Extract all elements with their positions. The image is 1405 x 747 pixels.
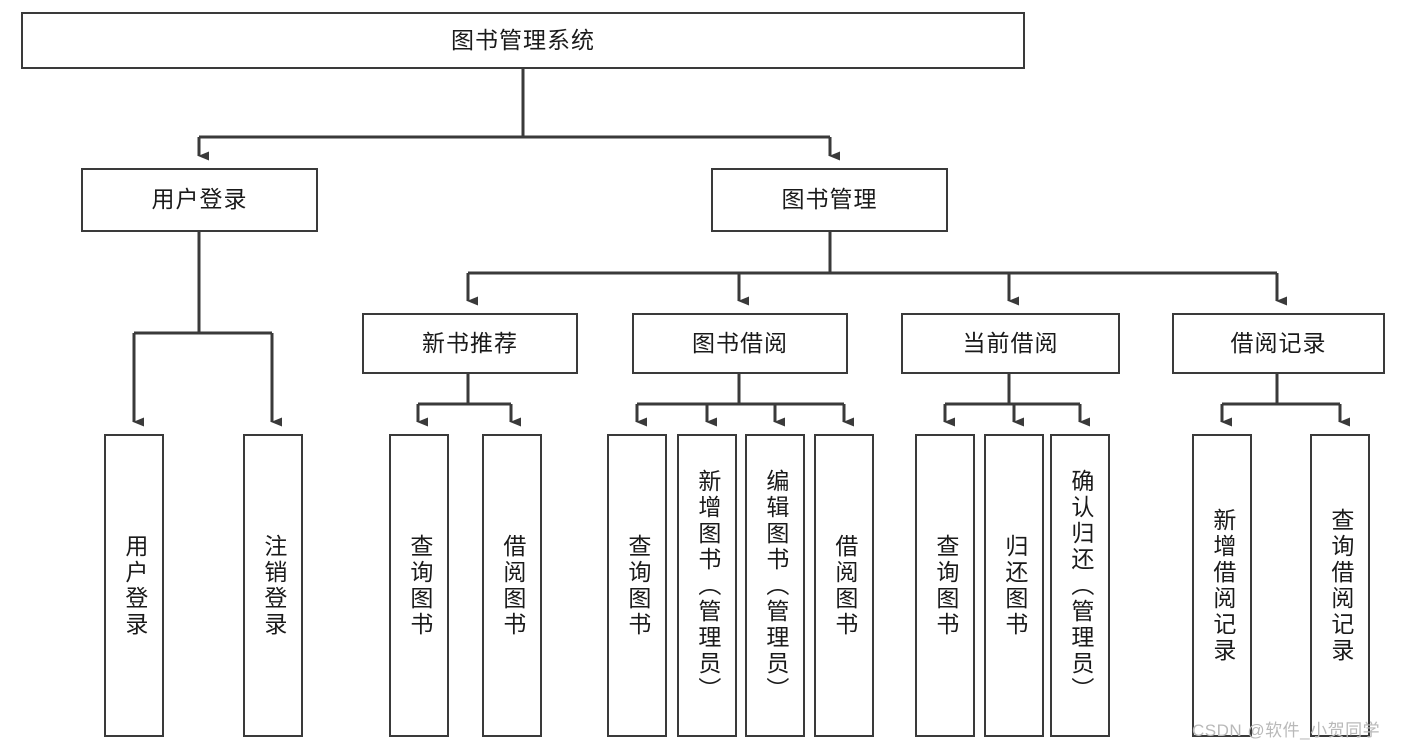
- leaf-borrow-book-2[interactable]: 借阅图书: [814, 434, 874, 737]
- node-label: 确认归还（管理员）: [1067, 468, 1094, 703]
- node-label: 新增借阅记录: [1209, 507, 1236, 664]
- leaf-query-book-1[interactable]: 查询图书: [389, 434, 449, 737]
- leaf-return-book[interactable]: 归还图书: [984, 434, 1044, 737]
- node-label: 图书管理系统: [451, 26, 595, 53]
- leaf-logout-login[interactable]: 注销登录: [243, 434, 303, 737]
- node-label: 新书推荐: [422, 329, 518, 356]
- node-label: 查询图书: [624, 533, 651, 638]
- node-label: 新增图书（管理员）: [694, 468, 721, 703]
- node-label: 注销登录: [260, 533, 287, 638]
- node-label: 用户登录: [121, 533, 148, 638]
- node-root-system[interactable]: 图书管理系统: [21, 12, 1025, 69]
- leaf-confirm-return-admin[interactable]: 确认归还（管理员）: [1050, 434, 1110, 737]
- node-user-login[interactable]: 用户登录: [81, 168, 318, 232]
- leaf-edit-book-admin[interactable]: 编辑图书（管理员）: [745, 434, 805, 737]
- leaf-user-login[interactable]: 用户登录: [104, 434, 164, 737]
- node-label: 查询借阅记录: [1327, 507, 1354, 664]
- csdn-watermark: CSDN @软件_小贺同学: [1192, 721, 1381, 740]
- node-current-borrow[interactable]: 当前借阅: [901, 313, 1120, 374]
- leaf-borrow-book-1[interactable]: 借阅图书: [482, 434, 542, 737]
- node-book-manage[interactable]: 图书管理: [711, 168, 948, 232]
- node-label: 查询图书: [932, 533, 959, 638]
- leaf-query-book-3[interactable]: 查询图书: [915, 434, 975, 737]
- node-label: 借阅图书: [831, 533, 858, 638]
- node-new-book-recommend[interactable]: 新书推荐: [362, 313, 578, 374]
- node-label: 查询图书: [406, 533, 433, 638]
- node-borrow-record[interactable]: 借阅记录: [1172, 313, 1385, 374]
- leaf-add-borrow-record[interactable]: 新增借阅记录: [1192, 434, 1252, 737]
- node-label: 归还图书: [1001, 533, 1028, 638]
- leaf-query-book-2[interactable]: 查询图书: [607, 434, 667, 737]
- node-label: 当前借阅: [962, 329, 1059, 356]
- node-label: 图书借阅: [692, 329, 788, 356]
- node-label: 用户登录: [151, 186, 248, 213]
- leaf-query-borrow-record[interactable]: 查询借阅记录: [1310, 434, 1370, 737]
- node-book-borrow[interactable]: 图书借阅: [632, 313, 848, 374]
- node-label: 借阅记录: [1230, 329, 1327, 356]
- node-label: 借阅图书: [499, 533, 526, 638]
- node-label: 编辑图书（管理员）: [762, 468, 789, 703]
- node-label: 图书管理: [781, 186, 878, 213]
- leaf-add-book-admin[interactable]: 新增图书（管理员）: [677, 434, 737, 737]
